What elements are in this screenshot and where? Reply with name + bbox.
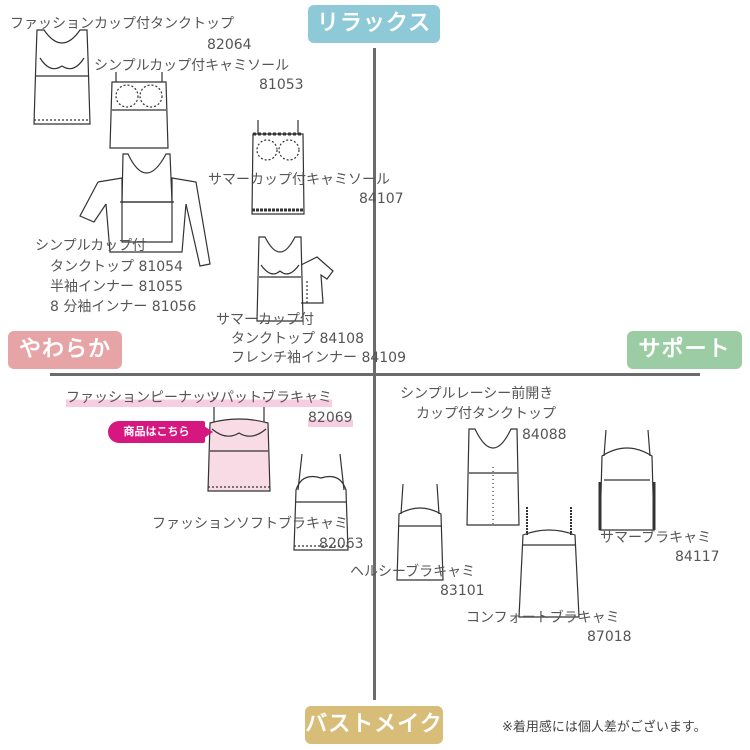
product-82064-code: 82064 bbox=[207, 37, 252, 53]
axis-label-left: やわらか bbox=[8, 331, 122, 369]
product-81054-line1: シンプルカップ付 bbox=[35, 238, 147, 254]
product-87018-code: 87018 bbox=[587, 629, 632, 645]
garment-81054-illustration bbox=[79, 153, 211, 267]
garment-84117-illustration bbox=[598, 429, 656, 531]
axis-label-top: リラックス bbox=[308, 5, 440, 43]
product-83101-code: 83101 bbox=[440, 583, 485, 599]
view-product-button[interactable]: 商品はこちら bbox=[108, 421, 213, 443]
product-81054-line2: タンクトップ 81054 bbox=[50, 259, 183, 275]
product-84088-name-line1: シンプルレーシー前開き bbox=[400, 386, 554, 402]
product-82063-code: 82063 bbox=[319, 536, 364, 552]
garment-84088-illustration bbox=[466, 428, 520, 526]
garment-82064-illustration bbox=[33, 29, 91, 125]
product-84117-name: サマーブラキャミ bbox=[600, 530, 712, 546]
axis-label-right: サポート bbox=[627, 331, 742, 369]
product-82064-name: ファッションカップ付タンクトップ bbox=[10, 16, 234, 32]
product-84108-line1: サマーカップ付 bbox=[216, 312, 314, 328]
disclaimer-note: ※着用感には個人差がございます。 bbox=[502, 720, 707, 735]
product-81053-code: 81053 bbox=[259, 77, 304, 93]
product-82069-code: 82069 bbox=[308, 410, 353, 427]
product-81056-line: 8 分袖インナー 81056 bbox=[50, 299, 197, 315]
garment-81053-illustration bbox=[109, 72, 169, 149]
garment-82069-illustration bbox=[207, 397, 271, 492]
product-82063-name: ファッションソフトブラキャミ bbox=[152, 516, 348, 532]
garment-84107-illustration bbox=[251, 120, 305, 215]
axis-label-bottom: バストメイク bbox=[305, 706, 443, 744]
product-81053-name: シンプルカップ付キャミソール bbox=[94, 58, 290, 74]
product-84107-code: 84107 bbox=[359, 191, 404, 207]
garment-87018-illustration bbox=[518, 507, 580, 618]
product-84117-code: 84117 bbox=[675, 549, 720, 565]
horizontal-axis bbox=[50, 373, 700, 376]
product-83101-name: ヘルシーブラキャミ bbox=[350, 564, 476, 580]
product-84088-name-line2: カップ付タンクトップ bbox=[416, 406, 556, 422]
garment-84108-illustration bbox=[256, 236, 334, 322]
product-84108-line2: タンクトップ 84108 bbox=[231, 331, 364, 347]
product-82069-name: ファッションピーナッツパットブラキャミ bbox=[66, 390, 332, 407]
garment-83101-illustration bbox=[396, 483, 444, 581]
garment-82063-illustration bbox=[293, 453, 349, 551]
product-84109-line: フレンチ袖インナー 84109 bbox=[231, 350, 406, 366]
product-81055-line: 半袖インナー 81055 bbox=[50, 279, 183, 295]
product-84088-code: 84088 bbox=[522, 427, 567, 443]
product-84107-name: サマーカップ付キャミソール bbox=[208, 172, 390, 188]
product-87018-name: コンフォートブラキャミ bbox=[466, 610, 620, 626]
